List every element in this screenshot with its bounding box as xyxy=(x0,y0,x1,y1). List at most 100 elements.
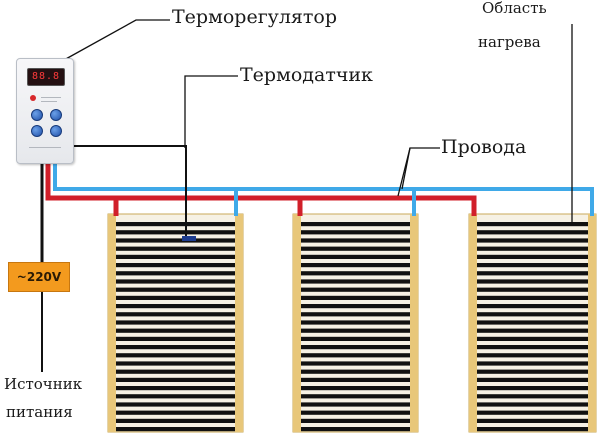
film-carbon-strip xyxy=(116,312,235,317)
film-carbon-strip xyxy=(116,418,235,423)
film-carbon-strip xyxy=(301,336,410,341)
film-carbon-strip xyxy=(116,345,235,350)
film-carbon-strip xyxy=(116,402,235,407)
film-carbon-strip xyxy=(116,361,235,366)
film-carbon-strip xyxy=(477,361,588,366)
film-carbon-strip xyxy=(116,246,235,251)
film-carbon-strip xyxy=(116,304,235,309)
live-wire-bus xyxy=(45,162,477,216)
thermostat-text-line xyxy=(41,101,57,102)
film-carbon-strip xyxy=(477,246,588,251)
film-carbon-strip xyxy=(477,279,588,284)
film-carbon-strip xyxy=(116,410,235,415)
film-carbon-strip xyxy=(477,295,588,300)
film-carbon-strip xyxy=(301,369,410,374)
film-carbon-strip xyxy=(116,427,235,432)
leader-sensor xyxy=(184,75,238,148)
film-carbon-strip xyxy=(477,304,588,309)
film-carbon-strip xyxy=(477,312,588,317)
film-carbon-strip xyxy=(301,230,410,235)
film-carbon-strip xyxy=(301,377,410,382)
sensor-cable xyxy=(72,145,187,239)
film-carbon-strip xyxy=(116,295,235,300)
film-carbon-strip xyxy=(301,394,410,399)
thermostat-text-line xyxy=(41,97,61,98)
film-carbon-strip xyxy=(116,222,235,227)
leader-wires-live xyxy=(397,147,411,197)
film-carbon-strip xyxy=(301,418,410,423)
film-carbon-strip xyxy=(116,320,235,325)
film-carbon-strip xyxy=(301,345,410,350)
film-carbon-strip xyxy=(301,353,410,358)
film-carbon-strip xyxy=(301,312,410,317)
neutral-wire-bus xyxy=(53,162,594,216)
power-supply-box: ~220V xyxy=(8,262,70,292)
label-temperature-sensor: Термодатчик xyxy=(240,64,373,86)
film-carbon-strip xyxy=(477,369,588,374)
film-carbon-strip xyxy=(301,410,410,415)
thermostat-button-down xyxy=(50,109,62,121)
film-carbon-strip xyxy=(301,263,410,268)
heating-film-panel xyxy=(468,213,597,433)
film-carbon-strip xyxy=(477,328,588,333)
thermostat-display: 88.8 xyxy=(27,68,65,86)
film-carbon-strip xyxy=(301,328,410,333)
film-carbon-strip xyxy=(477,222,588,227)
film-right-edge xyxy=(235,214,243,432)
thermostat-indicator-led xyxy=(30,95,36,101)
film-left-edge xyxy=(469,214,477,432)
film-carbon-strip xyxy=(301,271,410,276)
heating-film-panel xyxy=(107,213,244,433)
film-carbon-strip xyxy=(301,254,410,259)
label-power-source-line1: Источник xyxy=(4,375,83,393)
film-carbon-strip xyxy=(116,279,235,284)
film-carbon-strip xyxy=(477,427,588,432)
film-carbon-strip xyxy=(477,271,588,276)
thermostat-device: 88.8 xyxy=(16,58,74,164)
label-heating-area-line1: Область xyxy=(482,0,547,17)
film-carbon-strip xyxy=(116,394,235,399)
film-carbon-strip xyxy=(116,369,235,374)
film-carbon-strip xyxy=(116,271,235,276)
film-carbon-strip xyxy=(301,304,410,309)
thermostat-button-power xyxy=(50,125,62,137)
film-carbon-strip xyxy=(477,353,588,358)
film-carbon-strip xyxy=(116,287,235,292)
label-power-source-line2: питания xyxy=(6,403,73,421)
heating-film-panel xyxy=(292,213,419,433)
film-carbon-strip xyxy=(116,353,235,358)
film-left-edge xyxy=(108,214,116,432)
thermostat-button-up xyxy=(31,109,43,121)
film-carbon-strip xyxy=(477,287,588,292)
film-left-edge xyxy=(293,214,301,432)
film-carbon-strip xyxy=(116,386,235,391)
film-carbon-strip xyxy=(301,246,410,251)
film-carbon-strip xyxy=(116,377,235,382)
film-carbon-strip xyxy=(301,238,410,243)
film-carbon-strip xyxy=(301,320,410,325)
thermostat-button-mode xyxy=(31,125,43,137)
film-carbon-strip xyxy=(477,345,588,350)
film-carbon-strip xyxy=(301,427,410,432)
film-carbon-strip xyxy=(301,222,410,227)
film-carbon-strip xyxy=(301,295,410,300)
film-carbon-strip xyxy=(301,402,410,407)
film-carbon-strip xyxy=(477,263,588,268)
film-right-edge xyxy=(588,214,596,432)
film-carbon-strip xyxy=(116,336,235,341)
film-carbon-strip xyxy=(116,238,235,243)
film-carbon-strip xyxy=(477,320,588,325)
film-carbon-strip xyxy=(477,230,588,235)
wiring xyxy=(40,145,594,372)
film-carbon-strip xyxy=(116,254,235,259)
film-carbon-strip xyxy=(301,287,410,292)
leader-thermostat xyxy=(63,19,170,61)
film-carbon-strip xyxy=(477,418,588,423)
film-right-edge xyxy=(410,214,418,432)
film-carbon-strip xyxy=(301,386,410,391)
film-carbon-strip xyxy=(477,402,588,407)
film-carbon-strip xyxy=(301,361,410,366)
label-wires: Провода xyxy=(441,136,527,158)
